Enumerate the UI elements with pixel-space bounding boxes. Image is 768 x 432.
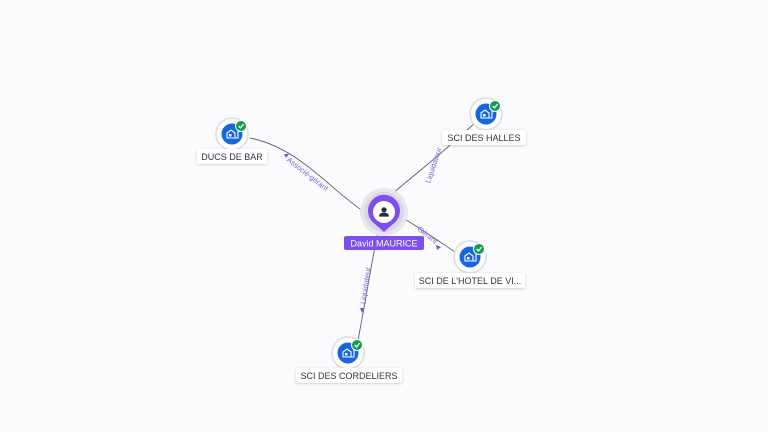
edge-arrow bbox=[436, 245, 441, 250]
company-label: SCI DES CORDELIERS bbox=[300, 371, 397, 381]
check-circle-icon bbox=[351, 339, 363, 351]
person-label: David MAURICE bbox=[350, 239, 417, 249]
edge-arrow bbox=[284, 154, 289, 158]
edge-arrow bbox=[360, 308, 364, 313]
edge-associe-gerant: Associé-gérant bbox=[249, 137, 367, 214]
person-node-david-maurice[interactable]: David MAURICE bbox=[344, 188, 424, 250]
company-node-sci-des-cordeliers[interactable]: SCI DES CORDELIERS bbox=[296, 336, 402, 383]
check-circle-icon bbox=[489, 100, 501, 112]
company-node-ducs-de-bar[interactable]: DUCS DE BAR bbox=[197, 117, 267, 164]
company-label: DUCS DE BAR bbox=[201, 152, 263, 162]
edge-label-associe-gerant: Associé-gérant bbox=[285, 155, 331, 193]
company-label: SCI DE L'HOTEL DE VI... bbox=[419, 276, 521, 286]
company-label: SCI DES HALLES bbox=[447, 133, 520, 143]
check-circle-icon bbox=[473, 243, 485, 255]
person-label-badge bbox=[344, 236, 424, 250]
edge-label-liquidateur-cordeliers: Liquidateur bbox=[358, 266, 372, 305]
company-node-sci-des-halles[interactable]: SCI DES HALLES bbox=[442, 97, 526, 145]
company-node-sci-de-l-hotel-de-vi[interactable]: SCI DE L'HOTEL DE VI... bbox=[415, 240, 525, 288]
person-icon bbox=[379, 207, 389, 217]
check-circle-icon bbox=[235, 120, 247, 132]
